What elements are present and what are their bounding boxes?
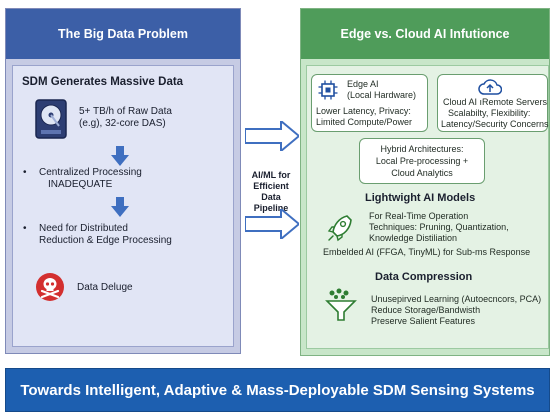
lightweight-models-title: Lightwight AI Models [365,192,476,204]
down-arrow-icon [111,197,129,222]
raw-data-line1: 5+ TB/h of Raw Data [79,106,172,117]
lightweight-line2: Techniques: Pruning, Quantization, [369,222,509,232]
pipeline-label: AI/ML for Efficient Data Pipeline [243,170,299,214]
chip-icon [318,80,338,105]
hard-drive-icon [35,99,67,144]
raw-data-line2: (e.g), 32-core DAS) [79,118,166,129]
cloud-ai-desc-line1: Scalabilty, Flexibility: [448,108,531,118]
data-deluge-label: Data Deluge [77,282,133,293]
compression-line2: Reduce Storage/Bandwisth [371,305,481,315]
edge-ai-card: Edge AI (Local Hardware) Lower Latency, … [311,74,428,132]
right-arrow-icon [244,206,301,244]
rocket-icon [327,214,353,247]
pipeline-label-line1: AI/ML for [251,170,291,180]
compression-line3: Preserve Salient Features [371,316,476,326]
compression-line1: Unusepirved Learning (Autoecncors, PCA) [371,294,542,304]
bullet-dot: • [23,223,27,234]
sdm-heading: SDM Generates Massive Data [22,76,184,88]
edge-ai-subtitle: (Local Hardware) [347,90,417,100]
left-panel-content: SDM Generates Massive Data 5+ TB/h of Ra… [12,65,234,347]
pipeline-label-line3: Pipeline [253,203,289,213]
cloud-ai-title: Cloud AI ıRemote Servers [443,97,548,107]
edge-ai-desc-line1: Lower Latency, Privacy: [316,106,411,116]
distributed-reduction-line2: Reduction & Edge Processing [39,235,172,246]
hybrid-line2: Local Pre-processing + [375,156,469,166]
cloud-ai-desc-line2: Latency/Security Concerns [441,119,549,129]
funnel-icon [325,288,357,327]
bullet-dot: • [23,167,27,178]
edge-ai-title: Edge AI [347,79,379,89]
centralized-processing-line1: Centralized Processing [39,167,142,178]
lightweight-line1: For Real-Time Operation [369,211,469,221]
pipeline-label-line2: Efficient Data [253,181,289,202]
cloud-upload-icon [478,78,503,101]
cloud-ai-card: Cloud AI ıRemote Servers Scalabilty, Fle… [437,74,549,132]
distributed-reduction-line1: Need for Distributed [39,223,128,234]
lightweight-line3: Knowledge Distiliation [369,233,458,243]
data-compression-title: Data Compression [375,271,473,283]
hybrid-line3: Cloud Analytics [391,168,453,178]
lightweight-line4: Embelded AI (FFGA, TinyML) for Sub-ms Re… [323,247,531,257]
right-panel-title: Edge vs. Cloud AI Infutionce [301,9,549,59]
left-panel-title: The Big Data Problem [6,9,240,59]
right-arrow-icon [244,118,301,156]
edge-ai-desc-line2: Limited Compute/Power [316,117,413,127]
conclusion-banner: Towards Intelligent, Adaptive & Mass-Dep… [5,368,550,412]
skull-crossbones-icon [35,272,65,307]
big-data-problem-panel: The Big Data Problem SDM Generates Massi… [5,8,241,354]
down-arrow-icon [111,146,129,171]
centralized-processing-line2: INADEQUATE [48,179,113,190]
edge-cloud-panel: Edge vs. Cloud AI Infutionce Edge AI (Lo… [300,8,550,356]
hybrid-line1: Hybrid Architectures: [380,144,464,154]
hybrid-architecture-card: Hybrid Architectures: Local Pre-processi… [359,138,485,184]
right-panel-content: Edge AI (Local Hardware) Lower Latency, … [306,65,549,349]
